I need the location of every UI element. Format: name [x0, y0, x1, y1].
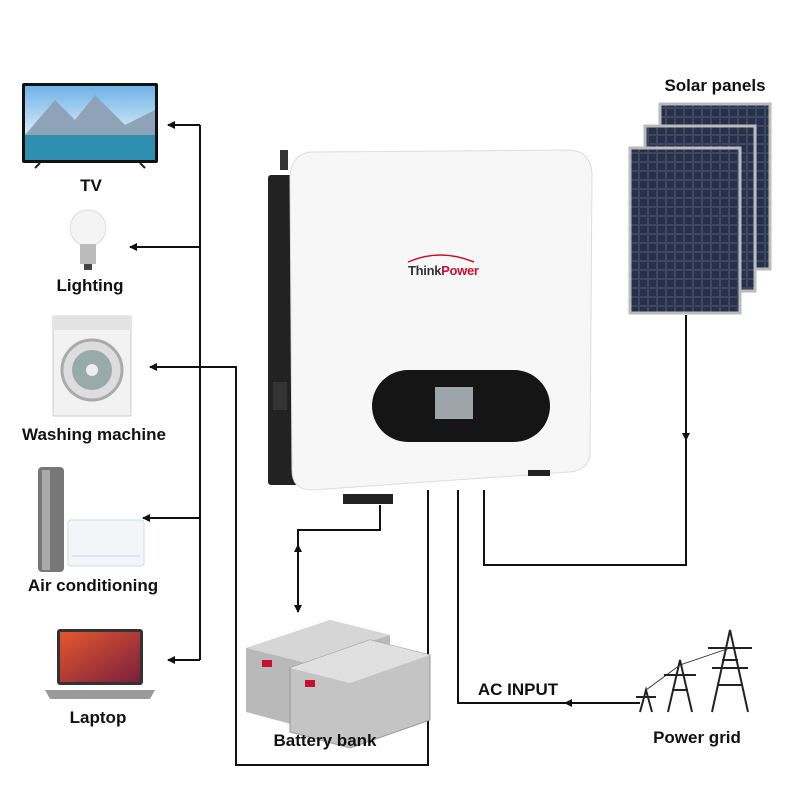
- laptop-icon: [45, 629, 155, 699]
- washing-machine-icon: [52, 315, 132, 417]
- label-lighting: Lighting: [56, 276, 124, 295]
- battery-bank-icon: [246, 620, 431, 749]
- label-air-conditioning: Air conditioning: [27, 576, 159, 595]
- tv-icon: [22, 83, 158, 169]
- label-solar-panels: Solar panels: [664, 76, 766, 95]
- solar-panels-icon: [628, 102, 772, 315]
- battery-line: [294, 505, 381, 613]
- brand-think: Think: [408, 263, 442, 278]
- label-battery-bank: Battery bank: [273, 731, 377, 750]
- light-bulb-icon: [69, 209, 107, 270]
- power-grid-icon: [636, 629, 752, 713]
- label-laptop: Laptop: [69, 708, 127, 727]
- label-power-grid: Power grid: [653, 728, 741, 747]
- air-conditioner-icon: [38, 467, 145, 572]
- ac-input-line: [457, 490, 640, 704]
- solar-line: [483, 440, 687, 566]
- label-tv: TV: [80, 176, 102, 195]
- brand-power: Power: [441, 263, 479, 278]
- label-washing-machine: Washing machine: [22, 425, 166, 444]
- inverter-brand-logo: ThinkPower: [408, 263, 479, 278]
- label-ac-input: AC INPUT: [477, 680, 559, 699]
- inverter-icon: [268, 149, 593, 504]
